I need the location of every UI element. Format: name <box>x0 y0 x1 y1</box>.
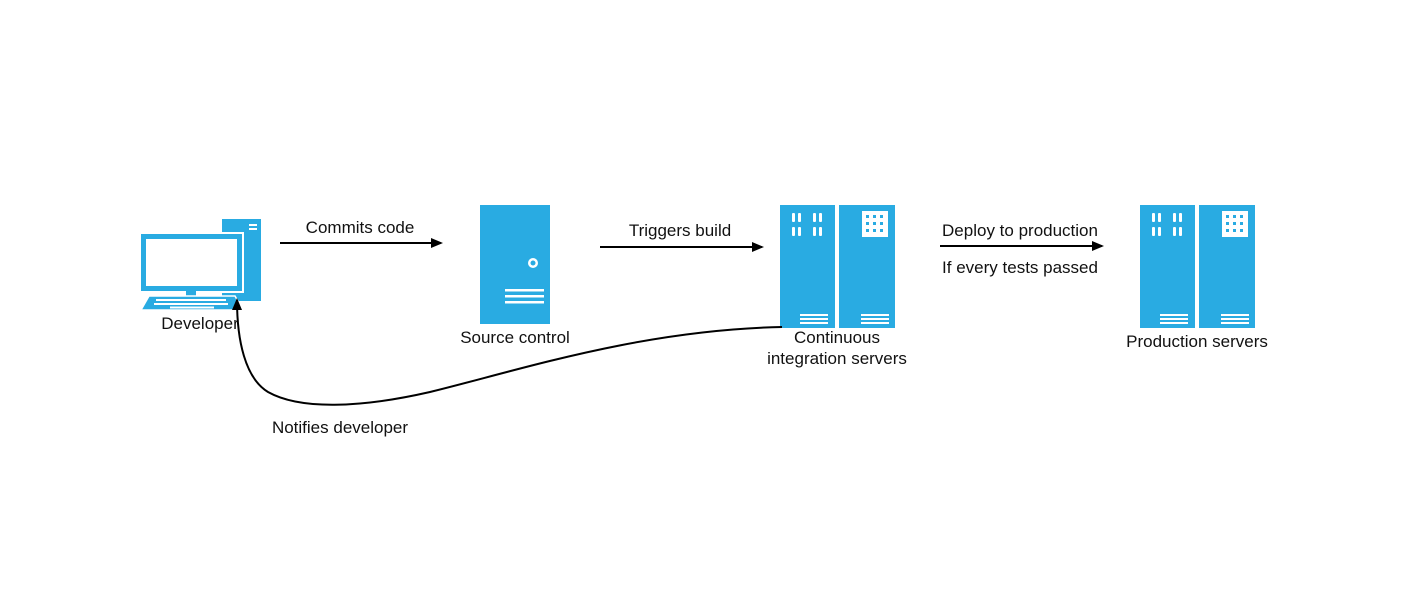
edge-triggers-build: Triggers build <box>600 221 764 252</box>
edge-commits-code: Commits code <box>280 218 443 248</box>
desktop-computer-icon <box>139 219 261 311</box>
developer-node: Developer <box>139 219 261 333</box>
source-control-label: Source control <box>460 328 570 347</box>
ci-servers-node: Continuous integration servers <box>767 205 907 368</box>
notifies-developer-label: Notifies developer <box>272 418 408 437</box>
source-control-node: Source control <box>460 205 570 347</box>
production-servers-label: Production servers <box>1126 332 1268 351</box>
production-servers-node: Production servers <box>1126 205 1268 351</box>
edge-notifies-developer: Notifies developer <box>232 298 783 437</box>
developer-label: Developer <box>161 314 239 333</box>
triggers-build-label: Triggers build <box>629 221 731 240</box>
server-rack-icon <box>780 205 895 328</box>
server-rack-icon <box>1140 205 1255 328</box>
server-tower-icon <box>480 205 550 324</box>
notifies-arrow <box>232 298 783 406</box>
ci-servers-label-line1: Continuous <box>794 328 880 347</box>
edge-deploy: Deploy to production If every tests pass… <box>940 221 1104 277</box>
deploy-label-line1: Deploy to production <box>942 221 1098 240</box>
ci-servers-label-line2: integration servers <box>767 349 907 368</box>
deploy-label-line2: If every tests passed <box>942 258 1098 277</box>
commits-code-label: Commits code <box>306 218 415 237</box>
